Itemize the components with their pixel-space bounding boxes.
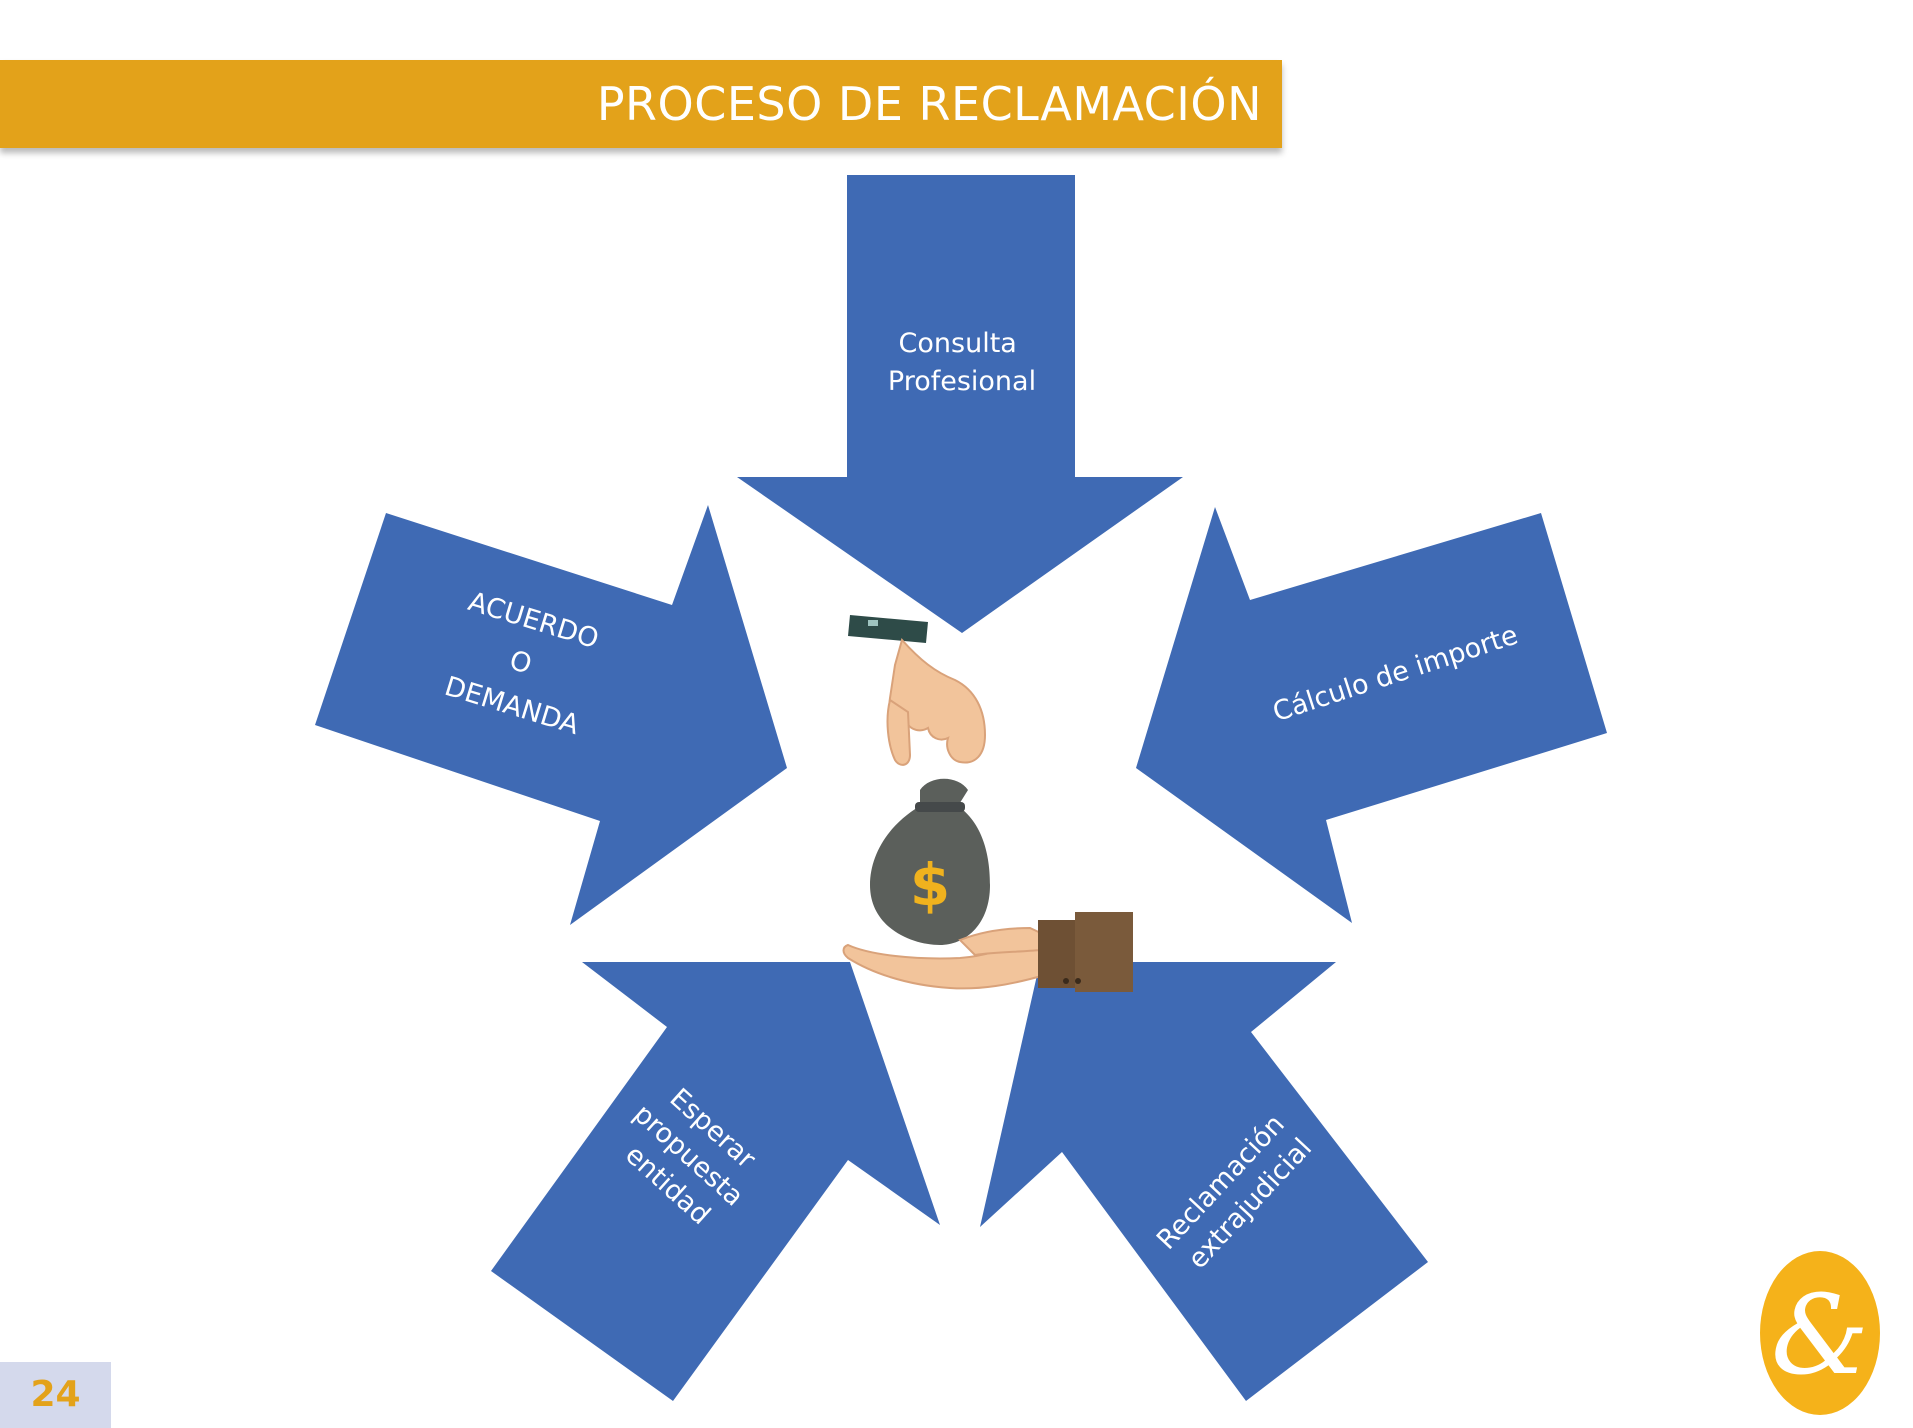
lower-thumb [958, 926, 1047, 957]
lower-sleeve-cuff [1038, 920, 1080, 988]
step-line: Consulta [899, 328, 1017, 359]
cufflink [868, 620, 878, 626]
upper-thumb [886, 698, 912, 766]
money-bag-tie [915, 802, 965, 812]
title-bar: PROCESO DE RECLAMACIÓN [0, 60, 1282, 148]
ampersand-logo-icon: & [1760, 1251, 1880, 1415]
step-label-consulta-profesional: Consulta Profesional [888, 328, 1036, 397]
money-bag-exchange-icon: $ [842, 615, 1133, 992]
arrow-shape-bottom-right [980, 962, 1428, 1401]
arrow-shape-left [315, 505, 787, 925]
sleeve-button [1075, 978, 1081, 984]
sleeve-button [1063, 978, 1069, 984]
step-line: Profesional [888, 366, 1036, 397]
arrow-acuerdo-demanda: ACUERDO O DEMANDA [315, 505, 787, 925]
currency-symbol: $ [910, 851, 950, 919]
arrow-shape-bottom-left [491, 962, 940, 1401]
page-number-box: 24 [0, 1362, 111, 1428]
slide-title: PROCESO DE RECLAMACIÓN [596, 77, 1262, 131]
money-bag [870, 778, 990, 945]
arrow-reclamacion-extrajudicial: Reclamación extrajudicial [980, 962, 1428, 1401]
arrow-esperar-propuesta: Esperar propuesta entidad [491, 962, 940, 1401]
arrow-shape-top [737, 175, 1183, 633]
arrow-shape-right [1136, 507, 1607, 923]
logo-ellipse [1760, 1251, 1880, 1415]
arrow-consulta-profesional: Consulta Profesional [737, 175, 1183, 633]
arrow-calculo-importe: Cálculo de importe [1136, 507, 1607, 923]
logo-glyph: & [1771, 1271, 1869, 1399]
page-number: 24 [30, 1374, 81, 1415]
upper-sleeve [848, 615, 928, 643]
lower-sleeve [1075, 912, 1133, 992]
lower-hand [842, 933, 1046, 990]
